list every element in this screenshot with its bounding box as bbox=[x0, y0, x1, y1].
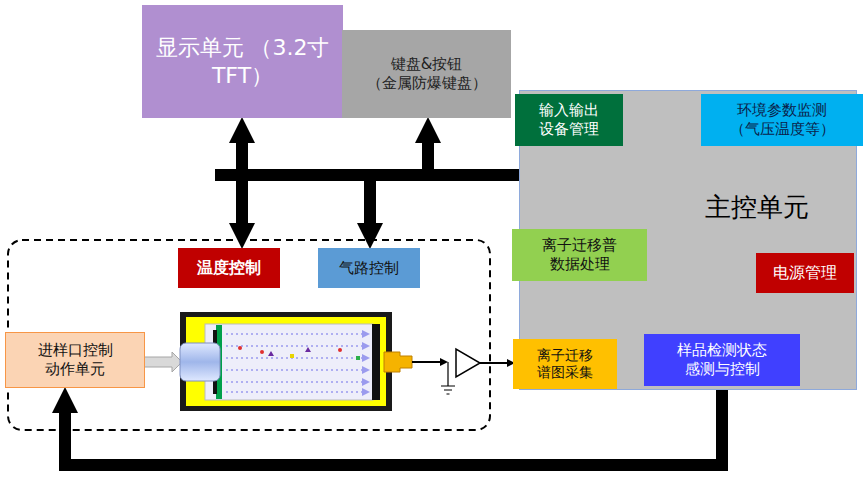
ion-flow-line bbox=[226, 381, 362, 383]
inlet-arrow bbox=[140, 352, 182, 372]
node-label: 温度控制 bbox=[197, 258, 261, 278]
ion-flow-line bbox=[226, 391, 362, 393]
io-box: 输入输出 设备管理 bbox=[515, 94, 623, 146]
tube-housing bbox=[180, 312, 392, 411]
node-label: 离子迁移 谱图采集 bbox=[513, 347, 617, 382]
signal-wire bbox=[412, 361, 440, 363]
temperature-box: 温度控制 bbox=[178, 248, 280, 288]
env-monitor-box: 环境参数监测 （气压温度等） bbox=[701, 94, 863, 146]
node-label: 样品检测状态 感测与控制 bbox=[644, 341, 800, 379]
signal-connector bbox=[384, 352, 412, 372]
node-label: 离子迁移普 数据处理 bbox=[512, 236, 647, 274]
ion-flow-line bbox=[226, 369, 362, 371]
gas-control-box: 气路控制 bbox=[318, 248, 420, 288]
node-label: 电源管理 bbox=[773, 263, 837, 283]
sample-control-box: 样品检测状态 感测与控制 bbox=[644, 334, 800, 386]
node-label: 环境参数监测 （气压温度等） bbox=[701, 101, 863, 139]
amplifier-symbol bbox=[456, 349, 480, 377]
power-box: 电源管理 bbox=[756, 253, 854, 293]
keyboard-box: 键盘&按钮 （金属防爆键盘） bbox=[342, 30, 511, 118]
collector-plate bbox=[372, 324, 380, 400]
inlet-control-box: 进样口控制 动作单元 bbox=[5, 332, 145, 388]
ion-flow-line bbox=[226, 345, 362, 347]
node-label: 气路控制 bbox=[339, 259, 399, 278]
signal-wire bbox=[480, 362, 507, 364]
node-label: 主控单元 bbox=[705, 191, 809, 224]
drift-tube bbox=[205, 324, 373, 400]
connector-arrow bbox=[65, 386, 722, 465]
ion-flow-line bbox=[226, 333, 362, 335]
ionization-source bbox=[180, 343, 220, 381]
connector-arrow bbox=[370, 175, 519, 223]
ground-symbol bbox=[441, 362, 455, 394]
node-label: 输入输出 设备管理 bbox=[515, 101, 623, 139]
node-label: 显示单元 （3.2寸 TFT） bbox=[142, 34, 343, 89]
node-label: 进样口控制 动作单元 bbox=[6, 341, 144, 379]
node-label: 键盘&按钮 （金属防爆键盘） bbox=[342, 55, 511, 93]
main-control-box: 主控单元输入输出 设备管理环境参数监测 （气压温度等）离子迁移普 数据处理电源管… bbox=[519, 90, 857, 390]
ion-flow bbox=[226, 334, 362, 392]
data-process-box: 离子迁移普 数据处理 bbox=[512, 229, 647, 281]
acquisition-box: 离子迁移 谱图采集 bbox=[513, 339, 617, 389]
connector-arrow bbox=[242, 175, 519, 223]
display-box: 显示单元 （3.2寸 TFT） bbox=[142, 5, 343, 118]
